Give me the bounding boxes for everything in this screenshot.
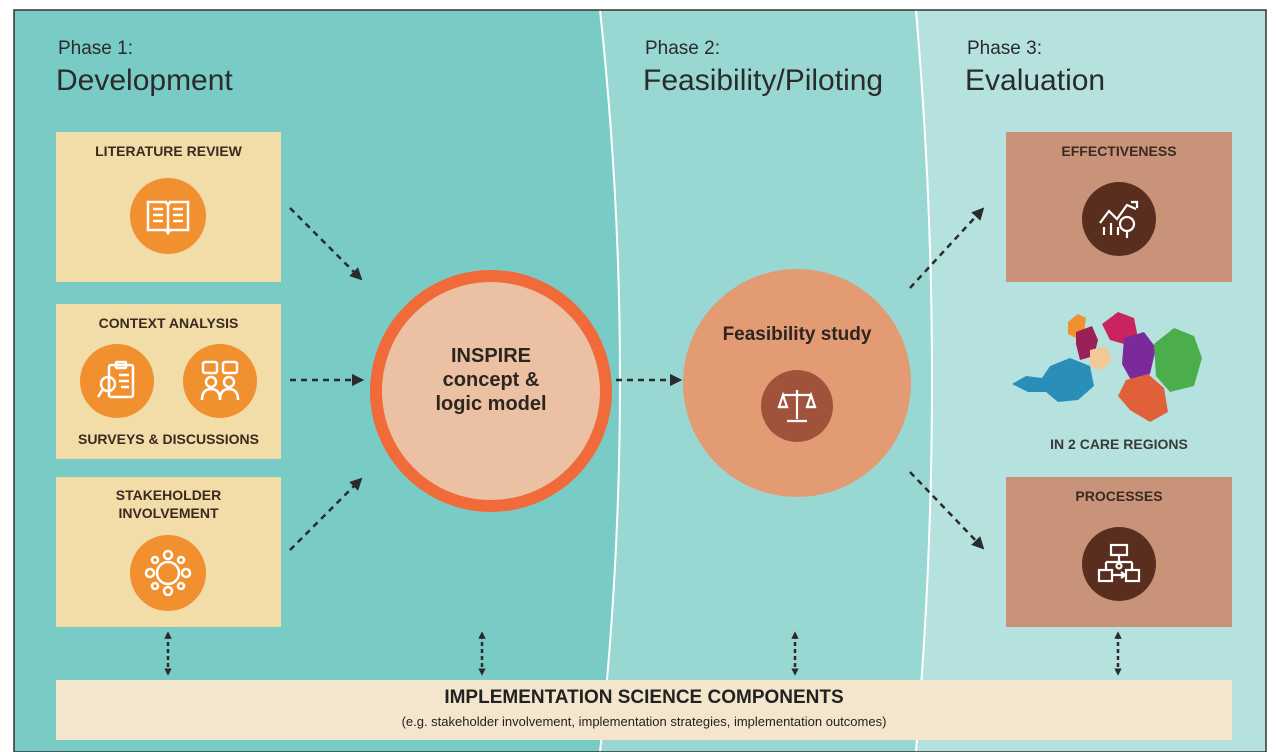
inspire-line3: logic model xyxy=(435,393,547,415)
arrow-stakeholder-to-inspire xyxy=(289,477,363,551)
stakeholder-involvement-card: STAKEHOLDER INVOLVEMENT xyxy=(56,477,281,627)
feasibility-study-label: Feasibility study xyxy=(722,324,872,345)
literature-review-card: LITERATURE REVIEW xyxy=(56,132,281,282)
context-analysis-card: CONTEXT ANALYSIS xyxy=(56,304,281,459)
processes-card: PROCESSES xyxy=(1006,477,1232,627)
inspire-line2: concept & xyxy=(442,369,540,391)
discussion-people-icon xyxy=(183,344,257,418)
phase1-label: Phase 1: xyxy=(58,38,133,59)
phase2-title: Feasibility/Piloting xyxy=(643,64,884,97)
map-region-purple xyxy=(1122,332,1156,382)
implementation-science-title: IMPLEMENTATION SCIENCE COMPONENTS xyxy=(444,687,844,708)
balance-scale-icon xyxy=(761,370,833,442)
stakeholder-title-line2: INVOLVEMENT xyxy=(118,505,219,521)
phase3-title: Evaluation xyxy=(965,64,1106,97)
clipboard-magnifier-icon xyxy=(80,344,154,418)
surveys-discussions-title: SURVEYS & DISCUSSIONS xyxy=(77,431,259,447)
care-regions-map xyxy=(1012,312,1202,422)
effectiveness-title: EFFECTIVENESS xyxy=(1061,143,1177,159)
inspire-line1: INSPIRE xyxy=(450,345,532,367)
stakeholder-circle-icon xyxy=(130,535,206,611)
arrow-feasibility-to-processes xyxy=(909,471,985,550)
map-region-sand xyxy=(1090,346,1112,370)
arrow-literature-to-inspire xyxy=(289,207,363,281)
map-region-green xyxy=(1154,328,1202,392)
inspire-text: INSPIRE concept & logic model xyxy=(382,344,600,416)
implementation-science-subtitle: (e.g. stakeholder involvement, implement… xyxy=(401,714,887,729)
analytics-chart-icon xyxy=(1082,182,1156,256)
care-regions-label: IN 2 CARE REGIONS xyxy=(1050,436,1188,452)
open-book-icon xyxy=(130,178,206,254)
map-region-crimson xyxy=(1102,312,1138,344)
literature-review-title: LITERATURE REVIEW xyxy=(95,143,242,159)
stakeholder-title-line1: STAKEHOLDER xyxy=(115,487,222,503)
processes-title: PROCESSES xyxy=(1075,488,1163,504)
phase1-title: Development xyxy=(56,64,233,97)
phase2-label: Phase 2: xyxy=(645,38,720,59)
process-flow-icon xyxy=(1082,527,1156,601)
map-region-red xyxy=(1118,374,1168,422)
effectiveness-card: EFFECTIVENESS xyxy=(1006,132,1232,282)
phase-divider-2 xyxy=(915,9,933,752)
frame-border xyxy=(13,9,1267,752)
implementation-science-bar: IMPLEMENTATION SCIENCE COMPONENTS (e.g. … xyxy=(56,680,1232,740)
map-region-blue xyxy=(1012,358,1094,402)
phase3-label: Phase 3: xyxy=(967,38,1042,59)
context-analysis-title: CONTEXT ANALYSIS xyxy=(98,315,239,331)
